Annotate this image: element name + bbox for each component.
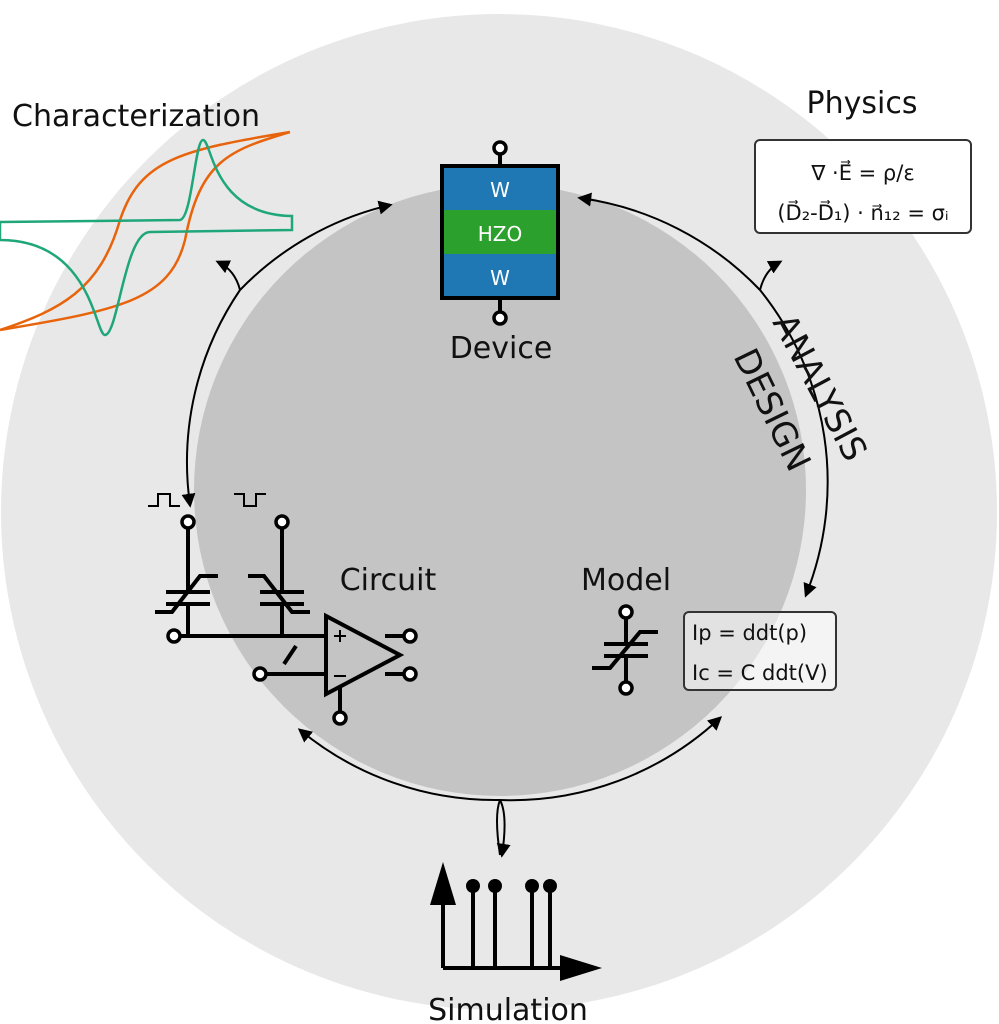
physics-equation-1: ∇ ·E⃗ = ρ/ε xyxy=(810,160,914,185)
device-stack: W HZO W xyxy=(440,140,560,326)
cycle-arrows xyxy=(181,192,829,858)
model-label: Model xyxy=(581,563,671,598)
simulation-stem-plot xyxy=(430,862,602,981)
model-equation-1: Ip = ddt(p) xyxy=(692,621,807,645)
circuit-schematic xyxy=(148,493,418,726)
pulse-icon xyxy=(234,493,266,507)
physics-label: Physics xyxy=(807,86,918,121)
simulation-label: Simulation xyxy=(428,993,588,1024)
plus-sign-icon xyxy=(334,630,346,642)
physics-equation-2: (D⃗₂-D⃗₁) · n⃗₁₂ = σᵢ xyxy=(777,200,948,225)
layer-label: HZO xyxy=(478,222,522,246)
ferroelectric-capacitor-icon xyxy=(592,604,658,696)
device-layer-bottom xyxy=(442,254,558,298)
model-equation-box xyxy=(683,611,837,691)
hysteresis-plot xyxy=(0,130,294,337)
physics-equation-box xyxy=(754,139,972,234)
inner-circle xyxy=(194,184,806,796)
device-layer-top xyxy=(442,166,558,210)
device-layer-middle xyxy=(442,210,558,254)
layer-label: W xyxy=(490,266,510,290)
layer-label: W xyxy=(490,178,510,202)
characterization-label: Characterization xyxy=(12,99,260,134)
circuit-label: Circuit xyxy=(340,563,437,598)
pulse-icon xyxy=(148,493,180,507)
model-equation-2: Ic = C ddt(V) xyxy=(692,661,828,685)
device-label: Device xyxy=(450,331,553,366)
